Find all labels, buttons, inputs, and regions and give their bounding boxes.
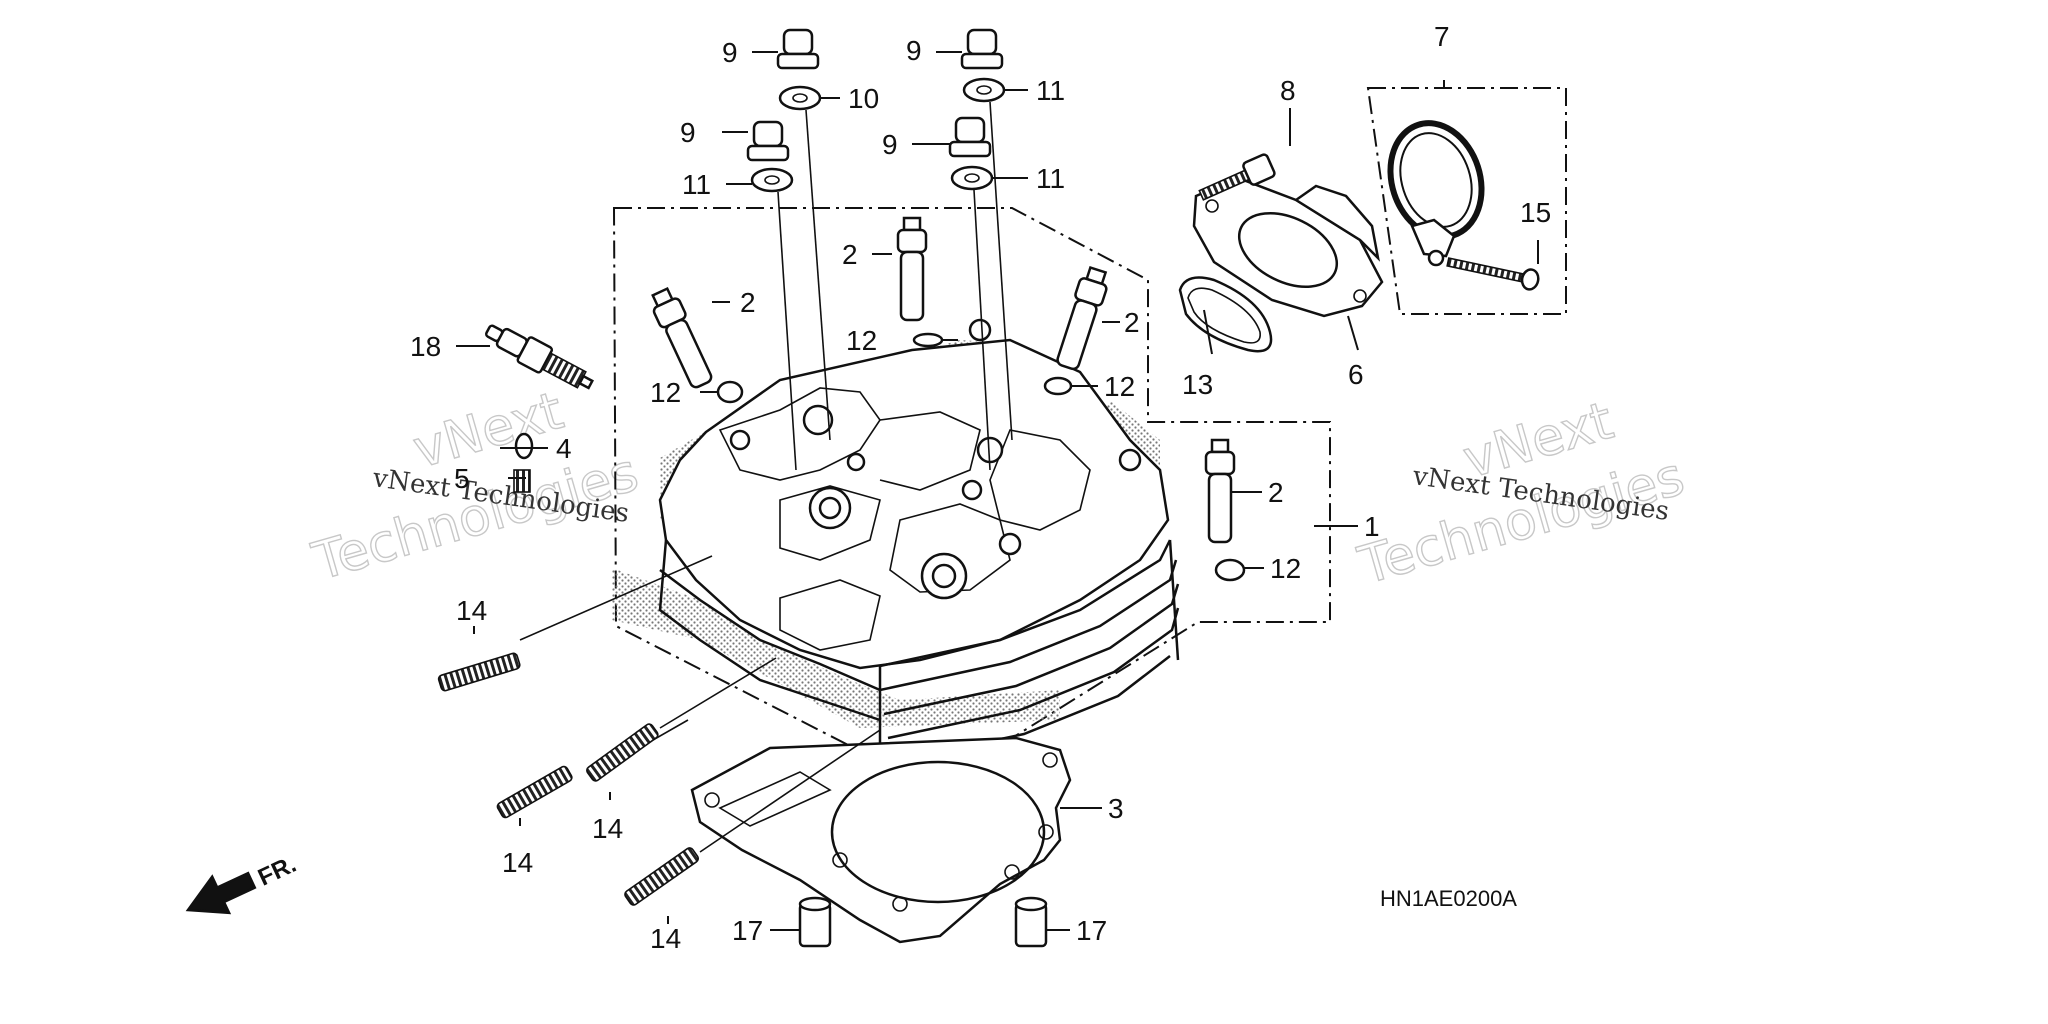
callout-17: 17 (1076, 915, 1107, 946)
callout-9: 9 (882, 129, 898, 160)
washer (950, 165, 994, 191)
o-ring (716, 380, 744, 404)
valve-guide (1204, 438, 1236, 544)
callout-6: 6 (1348, 359, 1364, 390)
washer-hole (792, 93, 808, 103)
callout-7: 7 (1434, 21, 1450, 52)
callout-17: 17 (732, 915, 763, 946)
callout-4: 4 (556, 433, 572, 464)
callout-13: 13 (1182, 369, 1213, 400)
flange-nut (746, 120, 790, 162)
cylinder-head (612, 318, 1180, 777)
washer-hole (964, 173, 980, 183)
callout-11: 11 (682, 169, 711, 200)
insulator-bolt (1198, 153, 1276, 201)
leader-lines (456, 51, 1539, 931)
insulator-o-ring (1178, 276, 1273, 353)
hose-clamp (1387, 120, 1485, 267)
flange-nut (960, 28, 1004, 70)
callouts: 1 2 2 2 2 3 4 5 6 7 8 9 9 9 9 10 11 11 1… (410, 21, 1551, 954)
callout-12: 12 (650, 377, 681, 408)
washer (778, 85, 822, 111)
stud-bolt (624, 847, 699, 906)
callout-9: 9 (906, 35, 922, 66)
dowel-pin (798, 896, 832, 948)
callout-2: 2 (1124, 307, 1140, 338)
callout-8: 8 (1280, 75, 1296, 106)
dowel-washer-4 (514, 432, 534, 460)
stud-bolt (586, 723, 659, 782)
washer-hole (976, 85, 992, 95)
o-ring (912, 332, 944, 348)
valve-guide (651, 286, 713, 389)
callout-12: 12 (846, 325, 877, 356)
valve-guide (1056, 265, 1108, 371)
watermark-left: vNext Technologies vNext Technologies (305, 380, 645, 593)
washer (962, 77, 1006, 103)
callout-10: 10 (848, 83, 879, 114)
callout-2: 2 (842, 239, 858, 270)
o-ring (1043, 376, 1073, 396)
callout-12: 12 (1270, 553, 1301, 584)
callout-2: 2 (740, 287, 756, 318)
diagram-code: HN1AE0200A (1380, 886, 1517, 911)
callout-3: 3 (1108, 793, 1124, 824)
callout-18: 18 (410, 331, 441, 362)
pin-5 (513, 469, 531, 493)
stud-bolt (437, 652, 521, 692)
callout-15: 15 (1520, 197, 1551, 228)
callout-12: 12 (1104, 371, 1135, 402)
carburetor-insulator (1192, 176, 1384, 318)
dowel-pin (1014, 896, 1048, 948)
callout-14: 14 (456, 595, 487, 626)
head-gasket (690, 736, 1072, 944)
callout-14: 14 (592, 813, 623, 844)
front-label: FR. (254, 851, 300, 892)
assembly-outline-1 (612, 207, 1331, 790)
callout-2: 2 (1268, 477, 1284, 508)
callout-11: 11 (1036, 163, 1065, 194)
stud-bolt (496, 765, 573, 819)
callout-9: 9 (680, 117, 696, 148)
flange-nut (776, 28, 820, 70)
assembly-outline-7 (1366, 87, 1567, 315)
callout-14: 14 (650, 923, 681, 954)
front-direction-arrow: FR. (185, 851, 301, 915)
callout-11: 11 (1036, 75, 1065, 106)
o-ring (1214, 558, 1246, 582)
washer-hole (764, 175, 780, 185)
valve-guide (896, 216, 928, 322)
callout-9: 9 (722, 37, 738, 68)
callout-5: 5 (454, 463, 470, 494)
washer (750, 167, 794, 193)
clamp-screw (1446, 257, 1540, 291)
callout-1: 1 (1364, 511, 1380, 542)
watermark-right: vNext Technologies vNext Technologies (1351, 390, 1691, 597)
spark-plug (484, 324, 594, 390)
flange-nut (948, 116, 992, 158)
callout-14: 14 (502, 847, 533, 878)
